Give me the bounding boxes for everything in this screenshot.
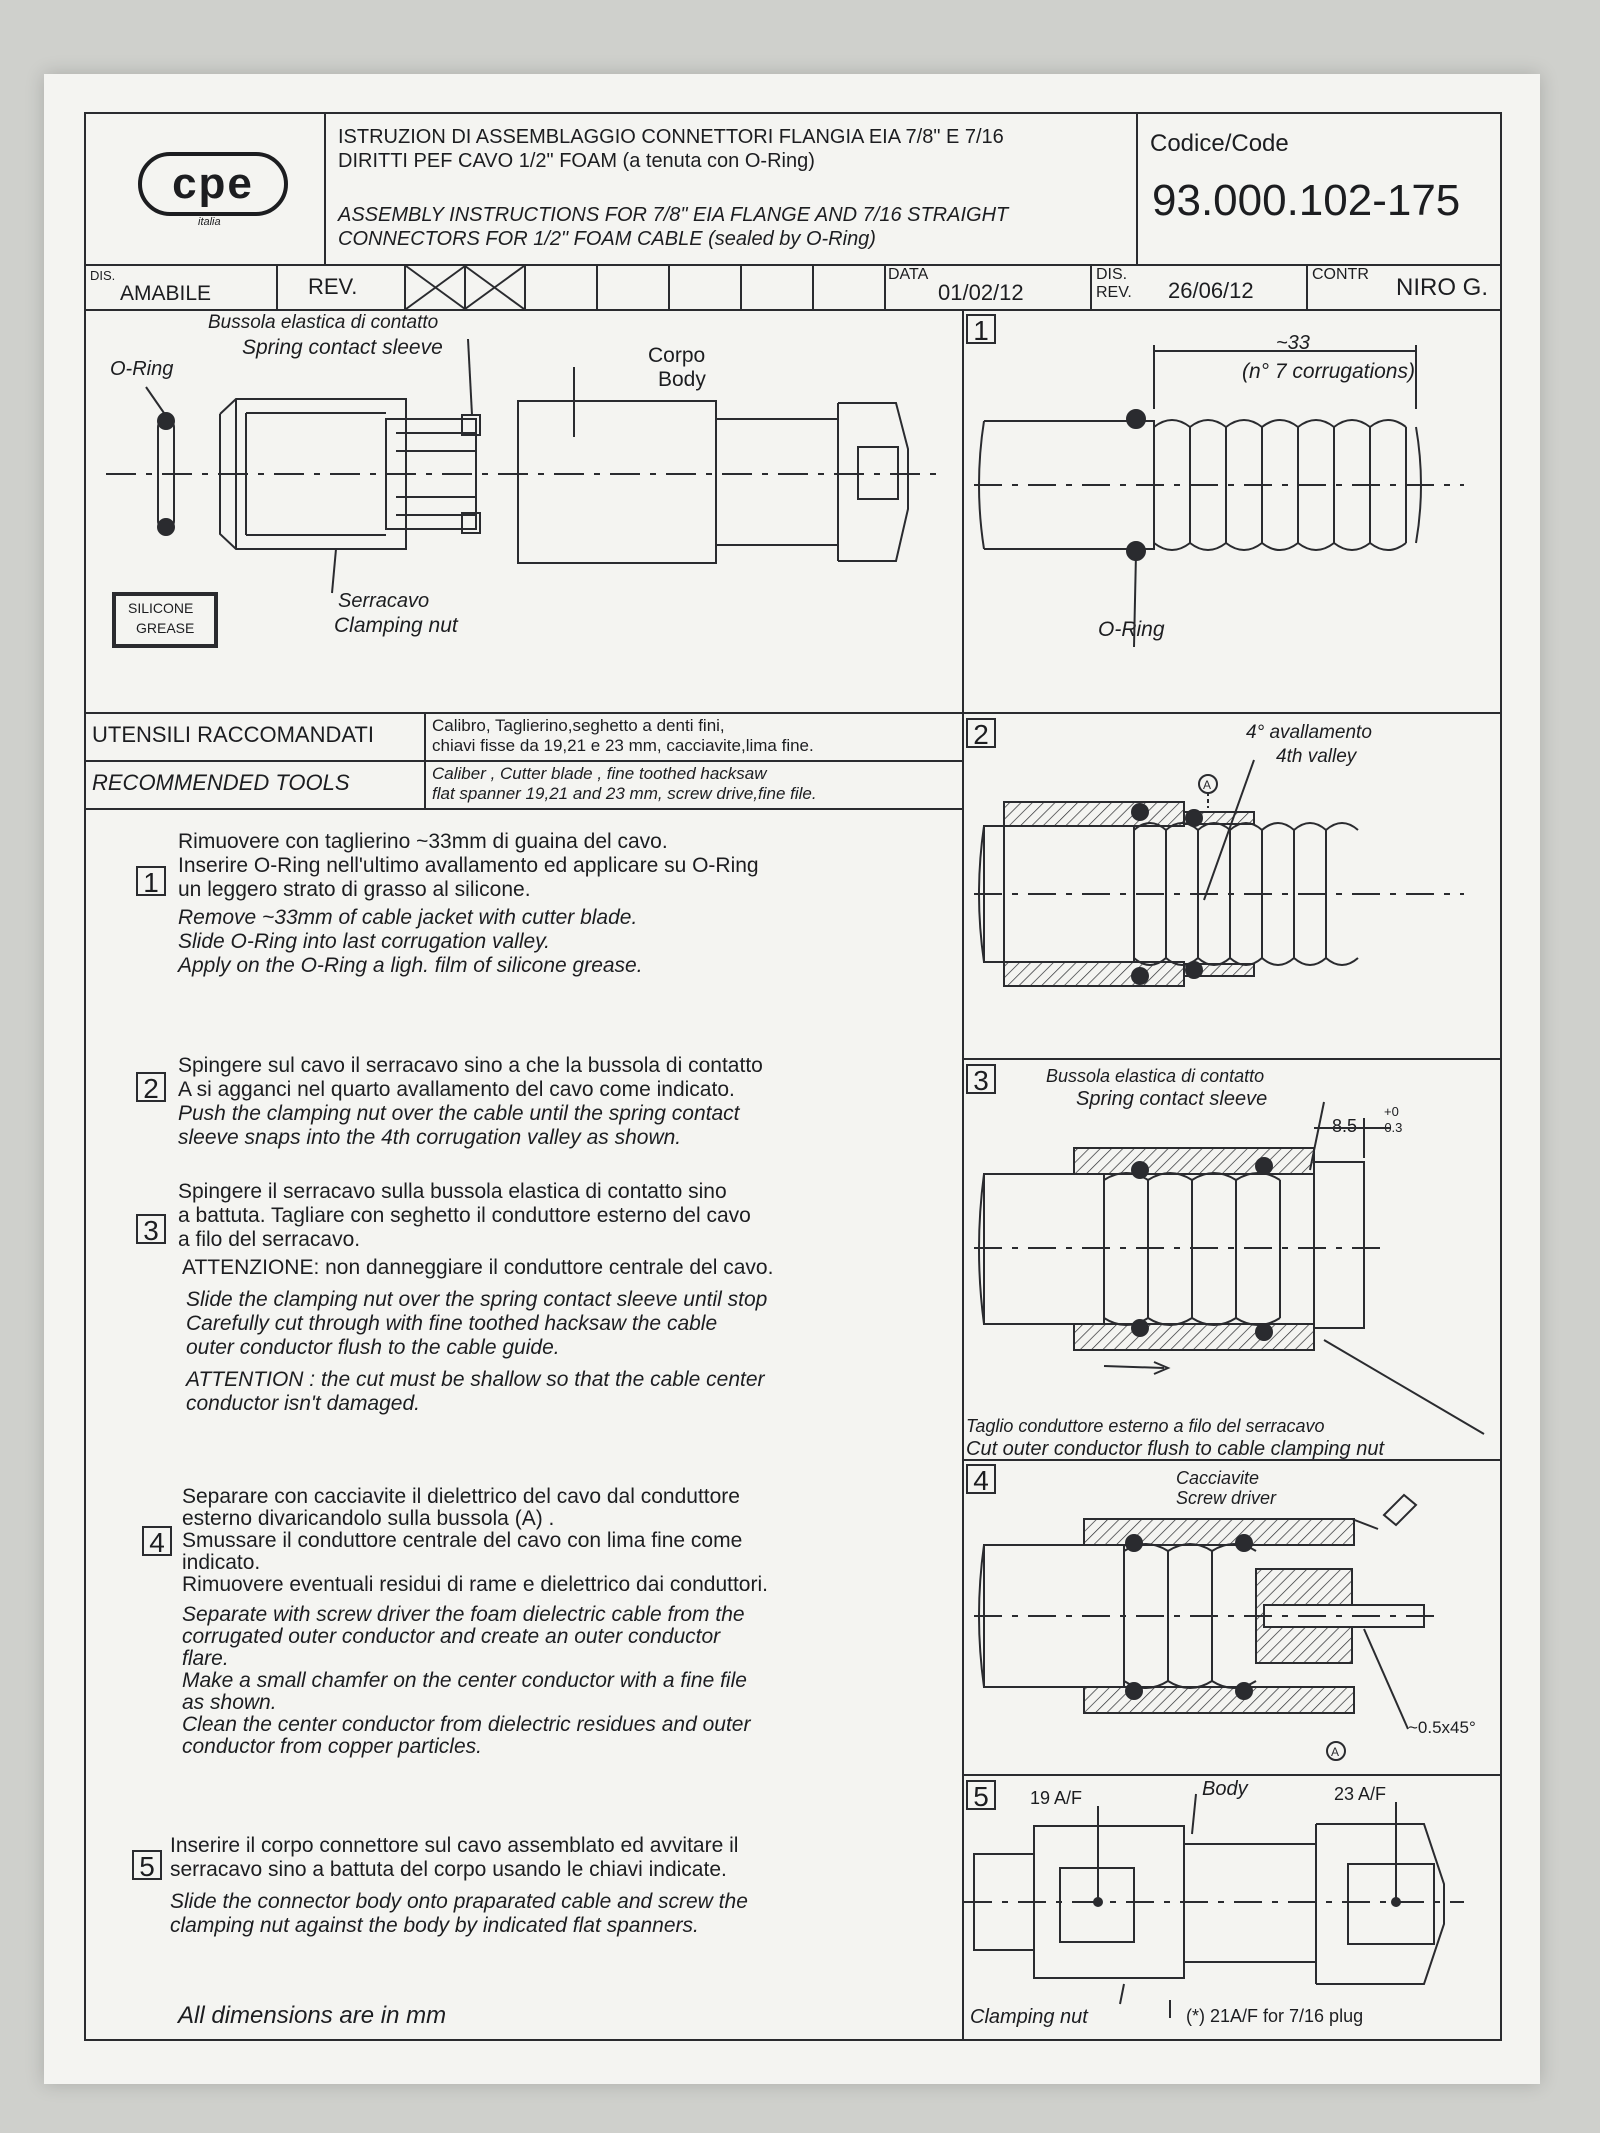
figure-3-sleeve-it: Bussola elastica di contatto	[1046, 1066, 1265, 1086]
figure-5-spanner-19: 19 A/F	[1030, 1788, 1083, 1808]
step-3-number: 3	[136, 1214, 166, 1246]
step-2-text: Spingere sul cavo il serracavo sino a ch…	[178, 1054, 763, 1149]
logo-subtext: italia	[198, 216, 221, 228]
step-4-number: 4	[142, 1526, 172, 1558]
code-value: 93.000.102-175	[1152, 176, 1461, 225]
title-en-line-1: ASSEMBLY INSTRUCTIONS FOR 7/8" EIA FLANG…	[338, 204, 1009, 226]
exploded-view-drawing	[106, 338, 946, 594]
exploded-sleeve-label-en: Spring contact sleeve	[242, 336, 443, 359]
date-label: DATA	[888, 266, 929, 283]
tools-en-line-1: Caliber , Cutter blade , fine toothed ha…	[432, 764, 767, 783]
title-en-line-2: CONNECTORS FOR 1/2" FOAM CABLE (sealed b…	[338, 228, 876, 250]
figure-5-number: 5	[966, 1780, 996, 1812]
figure-3-drawing	[974, 1101, 1485, 1435]
figure-2-label-it: 4° avallamento	[1246, 722, 1372, 743]
logo-text: cpe	[172, 159, 254, 208]
figure-3-caption-it: Taglio conduttore esterno a filo del ser…	[966, 1416, 1325, 1436]
figure-4-tool-it: Cacciavite	[1176, 1468, 1260, 1488]
drawing-frame: cpe italia ISTRUZION DI ASSEMBLAGGIO CON…	[84, 112, 1502, 2041]
exploded-nut-label-it: Serracavo	[338, 590, 430, 612]
figure-2-label-en: 4th valley	[1276, 746, 1357, 767]
revision-cross-marks	[405, 265, 525, 310]
silicone-grease-box: SILICONE GREASE	[112, 592, 218, 648]
figure-4-number: 4	[966, 1464, 996, 1496]
checked-value: NIRO G.	[1396, 274, 1489, 301]
figure-4-tool-en: Screw driver	[1176, 1488, 1277, 1508]
exploded-body-label-it: Corpo	[648, 344, 706, 367]
figure-5-drawing	[964, 1793, 1464, 2018]
figure-1-oring-label: O-Ring	[1098, 618, 1165, 641]
drawn-by-value: AMABILE	[120, 282, 212, 305]
cpe-logo: cpe	[138, 152, 288, 216]
figure-1-corrugations: (n° 7 corrugations)	[1242, 360, 1415, 383]
exploded-oring-label: O-Ring	[110, 358, 174, 380]
figure-3-dimension: 8.5	[1332, 1116, 1358, 1136]
figure-3-caption-en: Cut outer conductor flush to cable clamp…	[966, 1438, 1385, 1460]
dis-rev-label-1: DIS.	[1096, 266, 1128, 283]
figure-2-drawing: A	[974, 759, 1464, 987]
figure-1-dimension: ~33	[1276, 332, 1310, 354]
step-4-text: Separare con cacciavite il dielettrico d…	[182, 1485, 768, 1758]
tools-label-it: UTENSILI RACCOMANDATI	[92, 722, 374, 747]
figure-3-number: 3	[966, 1064, 996, 1096]
drawn-by-label: DIS.	[90, 268, 116, 283]
tools-it-line-1: Calibro, Taglierino,seghetto a denti fin…	[432, 716, 725, 735]
figure-5-spanner-23: 23 A/F	[1334, 1784, 1387, 1804]
title-it-line-1: ISTRUZION DI ASSEMBLAGGIO CONNETTORI FLA…	[338, 126, 1004, 148]
step-1-text: Rimuovere con taglierino ~33mm di guaina…	[178, 830, 759, 977]
figure-5-nut-label: Clamping nut	[970, 2006, 1088, 2028]
instruction-sheet: cpe italia ISTRUZION DI ASSEMBLAGGIO CON…	[44, 74, 1540, 2084]
dis-rev-label-2: REV.	[1096, 284, 1132, 301]
step-5-text: Inserire il corpo connettore sul cavo as…	[170, 1834, 748, 1937]
rev-label: REV.	[308, 274, 358, 299]
date-value: 01/02/12	[938, 280, 1024, 305]
tools-en-line-2: flat spanner 19,21 and 23 mm, screw driv…	[432, 784, 817, 803]
figure-4-chamfer: ~0.5x45°	[1408, 1718, 1476, 1737]
tools-label-en: RECOMMENDED TOOLS	[92, 770, 350, 795]
exploded-nut-label-en: Clamping nut	[334, 614, 458, 637]
figure-5-footnote: (*) 21A/F for 7/16 plug	[1186, 2006, 1364, 2026]
code-label: Codice/Code	[1150, 130, 1289, 157]
exploded-sleeve-label-it: Bussola elastica di contatto	[208, 312, 439, 333]
figure-3-tol-minus: -0.3	[1380, 1120, 1403, 1135]
dimensions-note: All dimensions are in mm	[178, 2002, 447, 2029]
figure-2-number: 2	[966, 718, 996, 750]
title-it-line-2: DIRITTI PEF CAVO 1/2" FOAM (a tenuta con…	[338, 150, 815, 172]
step-1-number: 1	[136, 866, 166, 898]
dis-rev-value: 26/06/12	[1168, 278, 1254, 303]
figure-1-number: 1	[966, 314, 996, 346]
step-5-number: 5	[132, 1850, 162, 1882]
figure-2-marker-a: A	[1203, 778, 1211, 792]
grease-label-1: SILICONE	[128, 600, 194, 616]
step-3-text: Spingere il serracavo sulla bussola elas…	[178, 1180, 774, 1415]
figure-1-drawing	[974, 345, 1464, 648]
figure-3-sleeve-en: Spring contact sleeve	[1076, 1088, 1268, 1110]
figure-4-drawing: A	[974, 1493, 1434, 1761]
figure-4-marker-a: A	[1331, 1745, 1339, 1759]
figure-3-tol-plus: +0	[1384, 1104, 1399, 1119]
tools-it-line-2: chiavi fisse da 19,21 e 23 mm, cacciavit…	[432, 736, 814, 755]
grease-label-2: GREASE	[136, 620, 195, 636]
exploded-body-label-en: Body	[658, 368, 706, 391]
figure-5-body-label: Body	[1202, 1778, 1248, 1800]
step-2-number: 2	[136, 1072, 166, 1104]
checked-label: CONTR	[1312, 266, 1369, 283]
